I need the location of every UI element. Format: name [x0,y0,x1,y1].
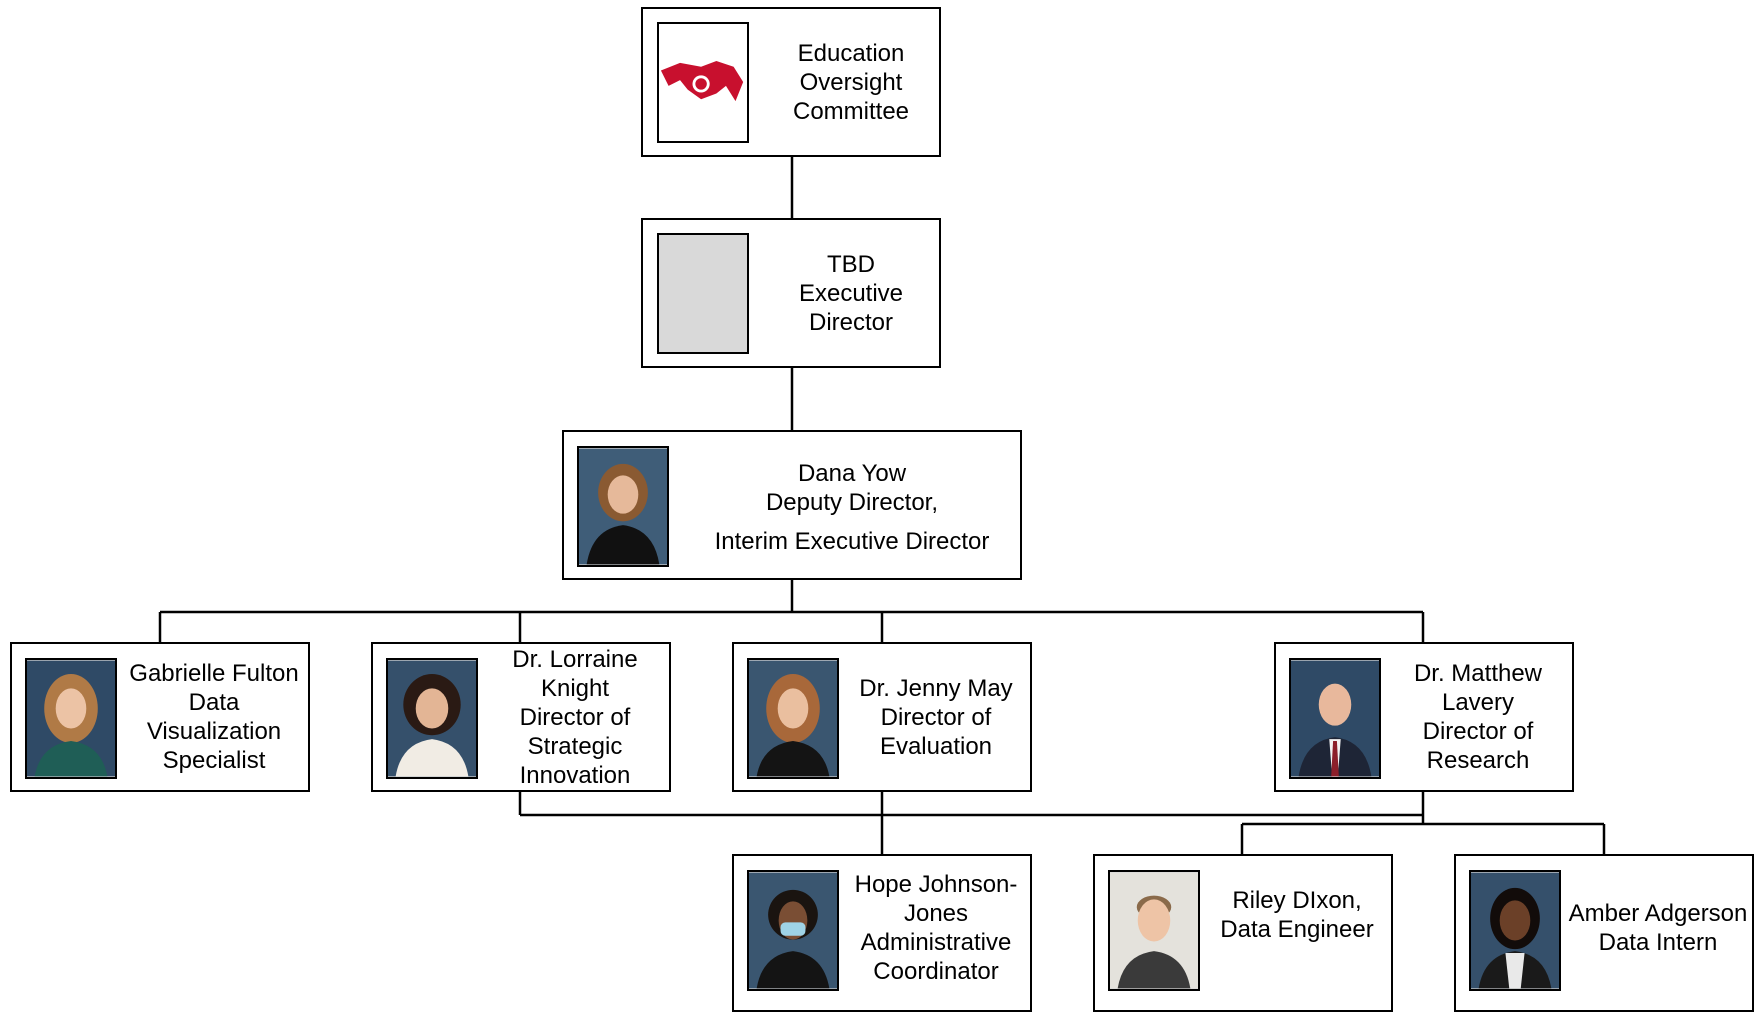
director-box-2: Dr. Lorraine Knight Director of Strategi… [371,642,671,792]
staff-label-3: Amber Adgerson Data Intern [1564,856,1752,1000]
director-3-line-3: Evaluation [879,732,993,760]
executive-director-line-3: Director [808,308,893,336]
portrait-icon [1471,872,1559,989]
director-1-line-4: Specialist [162,747,266,774]
staff-photo-1 [747,870,839,991]
director-3-line-2: Director of [880,703,992,731]
director-label-2: Dr. Lorraine Knight Director of Strategi… [481,644,669,790]
director-box-1: Gabrielle Fulton Data Visualization Spec… [10,642,310,792]
staff-photo-3 [1469,870,1561,991]
staff-box-2: Riley DIxon, Data Engineer [1093,854,1393,1012]
executive-director-label: TBD Executive Director [763,220,939,366]
director-2-line-3: Director of [519,703,631,731]
committee-line-3: Committee [792,97,910,125]
staff-label-1: Hope Johnson- Jones Administrative Coord… [842,856,1030,1000]
director-label-4: Dr. Matthew Lavery Director of Research [1384,644,1572,790]
photo-placeholder [657,233,749,354]
director-label-3: Dr. Jenny May Director of Evaluation [842,644,1030,790]
portrait-icon [388,660,476,777]
staff-box-3: Amber Adgerson Data Intern [1454,854,1754,1012]
deputy-director-box: Dana Yow Deputy Director, Interim Execut… [562,430,1022,580]
staff-label-2: Riley DIxon, Data Engineer [1203,856,1391,1000]
committee-logo [657,22,749,143]
director-photo-3 [747,658,839,779]
director-photo-2 [386,658,478,779]
committee-box: Education Oversight Committee [641,7,941,157]
director-1-line-1: Gabrielle Fulton [129,660,299,687]
deputy-director-label: Dana Yow Deputy Director, Interim Execut… [684,446,1020,568]
director-label-1: Gabrielle Fulton Data Visualization Spec… [120,644,308,790]
portrait-icon [1291,660,1379,777]
portrait-icon [749,660,837,777]
director-photo-4 [1289,658,1381,779]
staff-3-line-1: Amber Adgerson [1568,900,1748,927]
director-box-4: Dr. Matthew Lavery Director of Research [1274,642,1574,792]
director-4-line-2: Lavery [1441,689,1515,716]
director-2-line-5: Innovation [519,761,631,789]
portrait-icon [27,660,115,777]
staff-2-line-1: Riley DIxon, [1232,887,1362,914]
deputy-director-line-1: Dana Yow [797,459,907,487]
committee-line-1: Education [797,39,905,67]
director-4-line-4: Research [1426,747,1530,774]
director-2-line-2: Knight [540,674,610,702]
director-box-3: Dr. Jenny May Director of Evaluation [732,642,1032,792]
staff-2-line-2: Data Engineer [1220,916,1374,943]
portrait-icon [1110,872,1198,989]
portrait-icon [579,448,667,565]
director-4-line-3: Director of [1422,718,1534,745]
director-1-line-3: Visualization [146,718,282,745]
director-3-line-1: Dr. Jenny May [859,674,1013,702]
staff-box-1: Hope Johnson- Jones Administrative Coord… [732,854,1032,1012]
director-2-line-4: Strategic [527,732,623,760]
deputy-director-line-2: Deputy Director, [765,488,939,516]
executive-director-line-1: TBD [827,250,875,278]
committee-label: Education Oversight Committee [763,9,939,155]
deputy-director-line-3: Interim Executive Director [714,527,990,555]
executive-director-box: TBD Executive Director [641,218,941,368]
director-2-line-1: Dr. Lorraine [512,645,638,673]
staff-1-line-3: Administrative [860,929,1012,956]
staff-photo-2 [1108,870,1200,991]
staff-1-line-1: Hope Johnson- [854,871,1018,898]
apple-hands-logo-icon [660,60,744,102]
staff-3-line-2: Data Intern [1598,929,1718,956]
executive-director-line-2: Executive [798,279,904,307]
staff-1-line-2: Jones [903,900,969,927]
portrait-icon [749,872,837,989]
deputy-director-photo [577,446,669,567]
director-4-line-1: Dr. Matthew [1413,660,1543,687]
director-photo-1 [25,658,117,779]
committee-line-2: Oversight [799,68,903,96]
staff-1-line-4: Coordinator [873,958,999,985]
director-1-line-2: Data [188,689,240,716]
